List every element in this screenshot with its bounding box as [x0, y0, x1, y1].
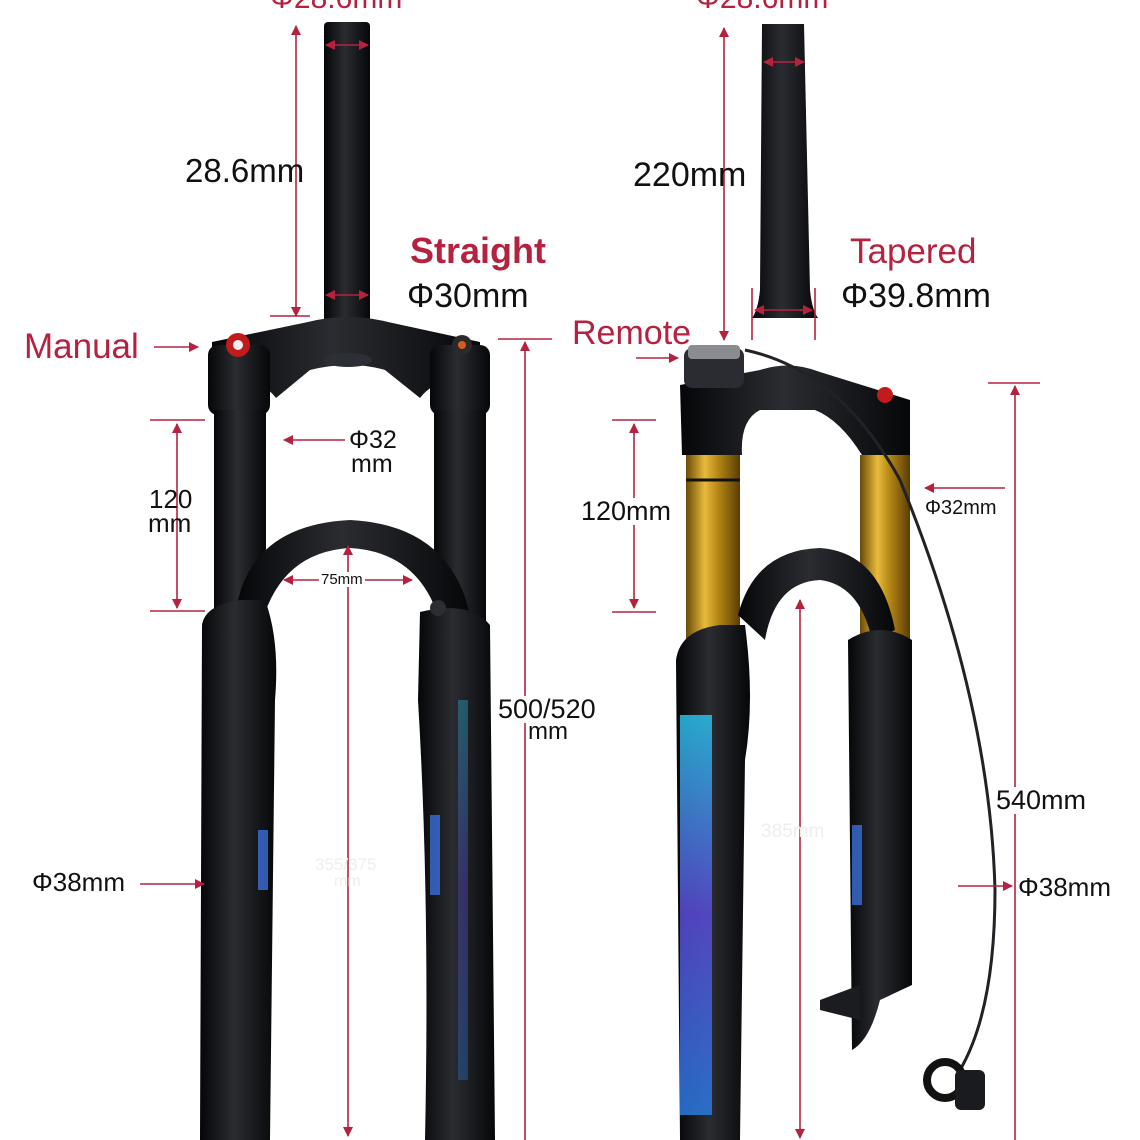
air-valve: [877, 387, 893, 403]
left-decal: [258, 830, 268, 890]
straight-axle-length-label-2: mm: [334, 873, 361, 890]
tapered-fork-dimensions: [612, 27, 1040, 1140]
straight-stanchion-label-2: mm: [351, 450, 393, 478]
straight-travel-label-1: 120: [149, 484, 193, 514]
tapered-lower-leg-label: Φ38mm: [1018, 872, 1111, 902]
tapered-decal: [680, 715, 712, 1115]
tapered-steerer-top-diameter-label: Φ28.6mm: [696, 0, 828, 14]
tapered-steerer: [752, 24, 818, 318]
arch-width-label: 75mm: [319, 571, 365, 588]
arch: [236, 520, 470, 622]
right-lower-leg: [418, 608, 495, 1140]
straight-stanchion-label-1: Φ32: [349, 426, 397, 454]
straight-type-label: Straight: [410, 230, 547, 271]
right-decal: [430, 815, 440, 895]
tapered-total-length-label: 540mm: [996, 785, 1087, 815]
tapered-crown-diameter-label: Φ39.8mm: [841, 277, 991, 315]
straight-axle-length-label-1: 355/375: [315, 855, 377, 874]
tapered-stanchion-label: Φ32mm: [925, 497, 997, 519]
remote-lockout-label: Remote: [572, 314, 692, 352]
crown-hole: [324, 353, 372, 367]
tapered-fork: [676, 24, 997, 1140]
straight-total-length-label-1: 500/520: [498, 694, 596, 724]
right-crown-cap: [430, 345, 490, 415]
manual-lockout-label: Manual: [24, 327, 139, 366]
straight-total-length-label-2: mm: [528, 718, 568, 745]
straight-fork: [200, 22, 495, 1140]
steerer-tube: [324, 22, 370, 322]
tapered-steerer-length-label: 220mm: [633, 156, 747, 194]
tapered-arch: [738, 548, 895, 640]
tapered-right-lower: [848, 630, 912, 1050]
straight-steerer-top-diameter-label: Φ28.6mm: [270, 0, 402, 14]
left-lower-leg: [200, 600, 277, 1140]
left-crown-cap: [208, 345, 270, 415]
tapered-axle-length-label: 385mm: [761, 821, 825, 842]
straight-crown-diameter-label: Φ30mm: [407, 277, 529, 315]
straight-travel-label-2: mm: [148, 508, 192, 538]
remote-lever: [923, 1058, 985, 1110]
remote-cable: [744, 348, 997, 1071]
straight-steerer-length-label: 28.6mm: [185, 152, 305, 189]
gold-left-stanchion: [686, 455, 740, 655]
tapered-travel-label: 120mm: [581, 496, 672, 526]
straight-lower-leg-label: Φ38mm: [32, 867, 125, 897]
tapered-type-label: Tapered: [850, 232, 977, 271]
